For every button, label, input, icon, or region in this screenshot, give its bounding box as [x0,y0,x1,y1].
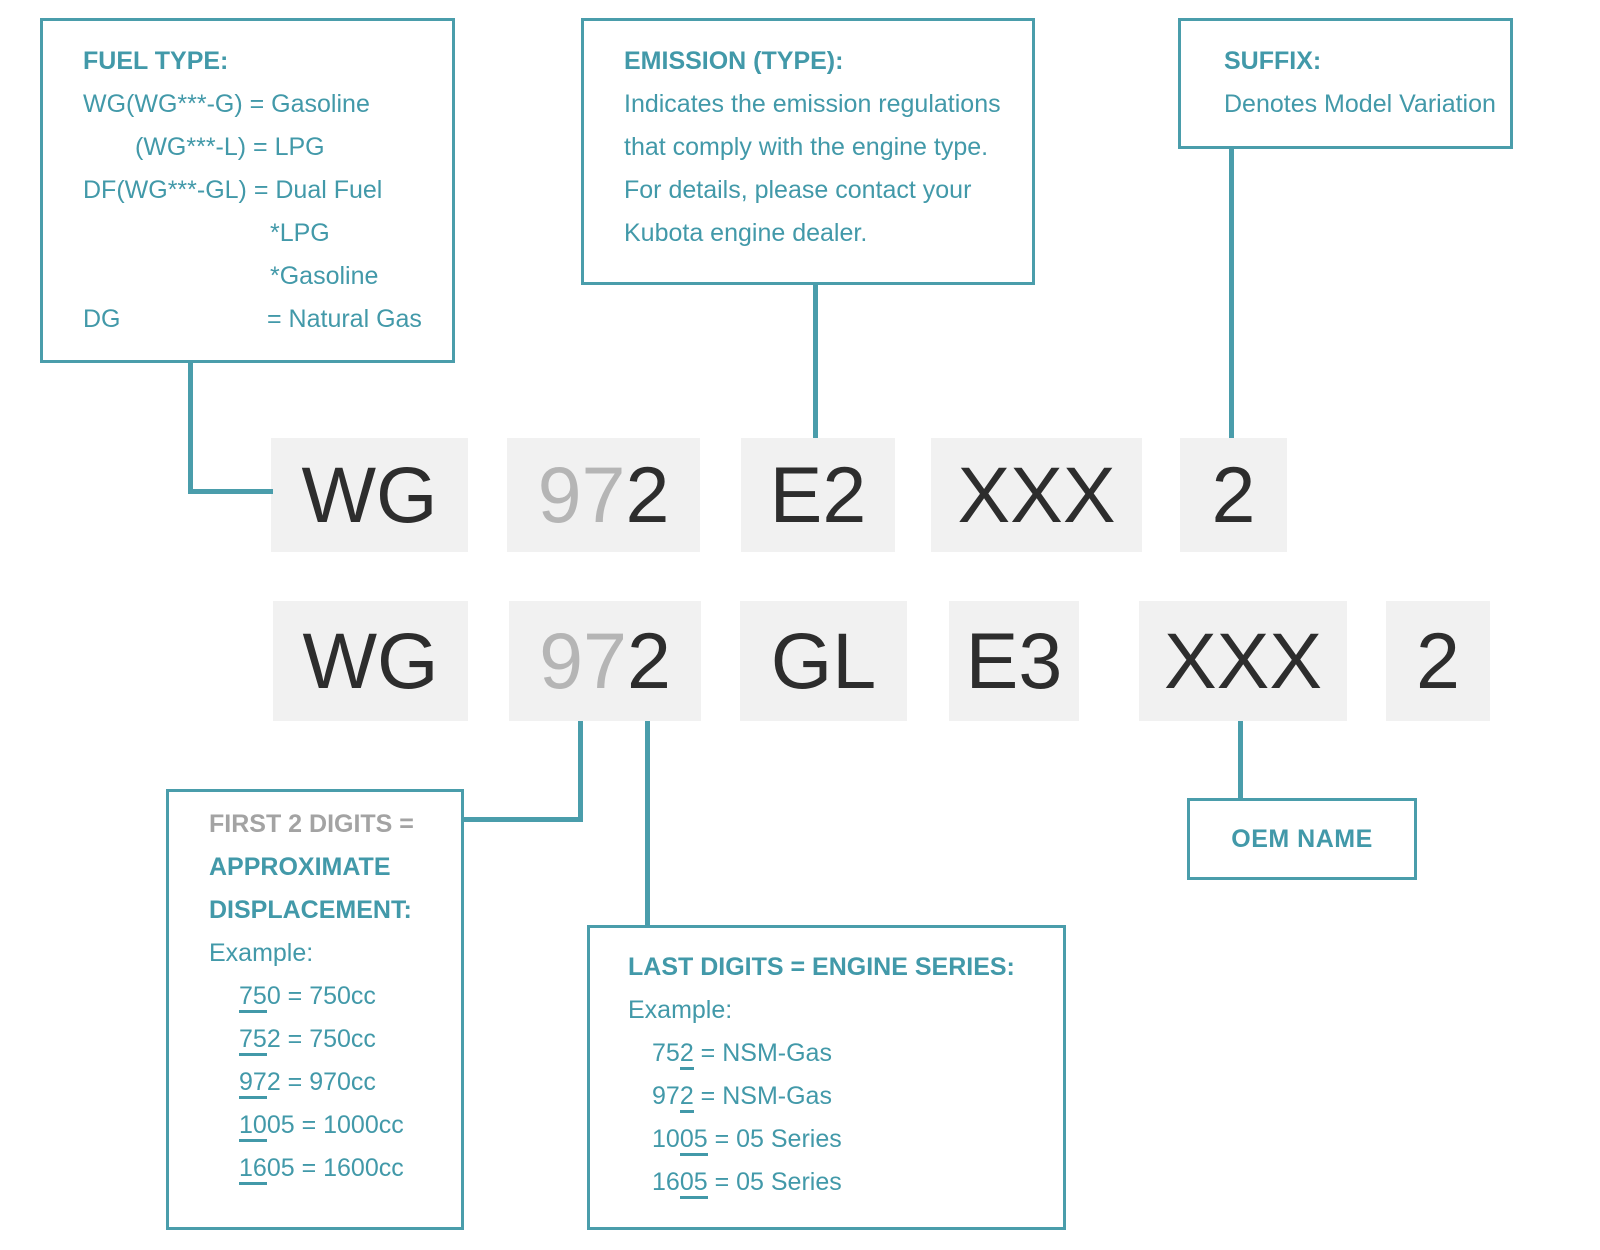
model-segment-fuel-code: WG [271,438,468,552]
segment-text: E3 [965,616,1063,705]
model-segment-fuel-code: WG [273,601,468,721]
connector-fuel-horizontal [188,489,273,494]
segment-text: WG [301,450,438,539]
displacement-heading: DISPLACEMENT: [209,896,412,924]
displacement-example: 750 = 750cc [239,975,461,1018]
emission-line: For details, please contact your [624,176,972,204]
model-segment-oem: XXX [1139,601,1347,721]
fuel-code: DG [83,305,121,333]
emission-line: that comply with the engine type. [624,133,989,161]
example-rest: 2 = 970cc [266,1068,376,1096]
engine-series-example: 1605 = 05 Series [652,1161,1063,1204]
engine-series-example: 972 = NSM-Gas [652,1075,1063,1118]
segment-text: E2 [769,450,867,539]
connector-fuel-vertical [188,361,193,494]
example-rest: = NSM-Gas [693,1039,832,1067]
connector-displacement-horizontal [464,817,583,822]
segment-text: 2 [625,450,670,539]
suffix-subtitle: Denotes Model Variation [1224,90,1496,118]
connector-engine-series [645,721,650,925]
example-rest: 2 = 750cc [266,1025,376,1053]
example-pre: 97 [652,1082,680,1110]
segment-text-muted: 97 [537,450,626,539]
segment-text: 2 [1211,450,1256,539]
example-rest: = NSM-Gas [693,1082,832,1110]
example-pre: 10 [652,1125,680,1153]
underlined-digits: 97 [239,1068,267,1099]
displacement-example: 1605 = 1600cc [239,1147,461,1190]
example-rest: 05 = 1600cc [266,1154,404,1182]
underlined-digits: 16 [239,1154,267,1185]
segment-text: WG [302,616,439,705]
fuel-type-box: FUEL TYPE: WG(WG***-G) = Gasoline (WG***… [40,18,455,363]
fuel-type-line: (WG***-L) = LPG [135,133,325,161]
example-pre: 16 [652,1168,680,1196]
example-rest: = 05 Series [707,1125,842,1153]
fuel-type-line: *Gasoline [270,262,379,290]
example-pre: 75 [652,1039,680,1067]
engine-series-example: 1005 = 05 Series [652,1118,1063,1161]
segment-text: 2 [626,616,671,705]
displacement-example: 1005 = 1000cc [239,1104,461,1147]
oem-name-box: OEM NAME [1187,798,1417,880]
example-rest: 0 = 750cc [266,982,376,1010]
emission-title: EMISSION (TYPE): [624,47,844,75]
engine-series-example: 752 = NSM-Gas [652,1032,1063,1075]
displacement-heading-gray: FIRST 2 DIGITS = [209,810,414,838]
model-segment-emission: E2 [741,438,895,552]
displacement-heading: APPROXIMATE [209,853,391,881]
connector-displacement-vertical [578,721,583,822]
displacement-example: 752 = 750cc [239,1018,461,1061]
connector-oem [1238,721,1243,798]
segment-text: GL [770,616,877,705]
fuel-type-line: WG(WG***-G) = Gasoline [83,90,370,118]
segment-text: 2 [1416,616,1460,705]
example-rest: = 05 Series [707,1168,842,1196]
underlined-digits: 05 [679,1125,708,1156]
connector-suffix [1229,147,1234,438]
example-label: Example: [628,996,733,1024]
connector-emission [813,283,818,438]
segment-text: XXX [1163,616,1323,705]
fuel-type-line: DF(WG***-GL) = Dual Fuel [83,176,383,204]
suffix-box: SUFFIX: Denotes Model Variation [1178,18,1513,149]
segment-text: XXX [957,450,1116,539]
example-rest: 05 = 1000cc [266,1111,404,1139]
suffix-title: SUFFIX: [1224,47,1322,75]
underlined-digits: 75 [239,982,267,1013]
emission-line: Kubota engine dealer. [624,219,868,247]
model-segment-oem: XXX [931,438,1142,552]
displacement-box: FIRST 2 DIGITS = APPROXIMATE DISPLACEMEN… [166,789,464,1230]
fuel-value: = Natural Gas [267,305,422,333]
underlined-digits: 2 [679,1082,694,1113]
model-segment-emission: E3 [949,601,1079,721]
underlined-digits: 75 [239,1025,267,1056]
fuel-type-line: *LPG [270,219,330,247]
displacement-example: 972 = 970cc [239,1061,461,1104]
underlined-digits: 2 [679,1039,694,1070]
emission-line: Indicates the emission regulations [624,90,1001,118]
engine-series-heading: LAST DIGITS = ENGINE SERIES: [628,953,1015,981]
underlined-digits: 10 [239,1111,267,1142]
fuel-type-line: DG = Natural Gas [83,298,452,341]
oem-name-label: OEM NAME [1231,824,1373,853]
model-segment-suffix: 2 [1180,438,1287,552]
fuel-type-title: FUEL TYPE: [83,47,229,75]
emission-type-box: EMISSION (TYPE): Indicates the emission … [581,18,1035,285]
model-segment-dual-fuel: GL [740,601,907,721]
example-label: Example: [209,939,314,967]
underlined-digits: 05 [679,1168,708,1199]
engine-series-box: LAST DIGITS = ENGINE SERIES: Example: 75… [587,925,1066,1230]
model-segment-suffix: 2 [1386,601,1490,721]
segment-text-muted: 97 [539,616,627,705]
